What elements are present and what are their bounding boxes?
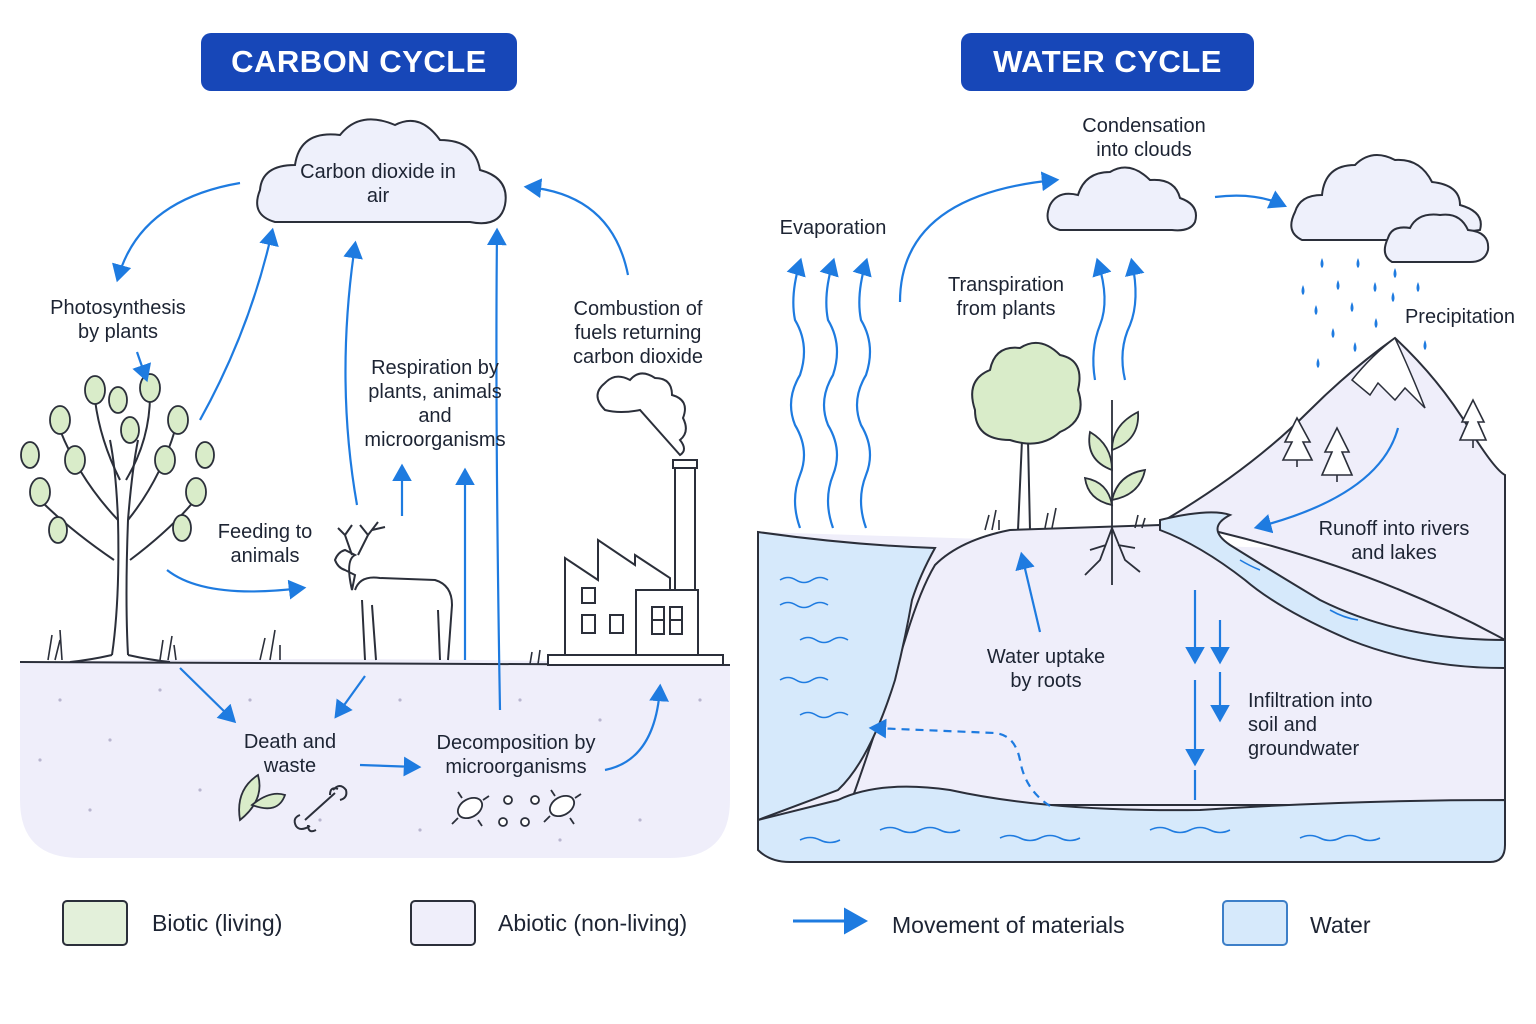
label-condensation: Condensation into clouds (1082, 115, 1206, 161)
legend-movement-label: Movement of materials (892, 912, 1125, 938)
water-arrows (786, 171, 1400, 767)
legend-biotic-label: Biotic (living) (152, 910, 283, 936)
label-evaporation: Evaporation (779, 217, 887, 239)
lake (757, 530, 937, 822)
condensation-cloud (1046, 166, 1197, 232)
label-transpiration: Transpiration from plants (948, 274, 1064, 320)
legend-abiotic-swatch (410, 900, 476, 946)
label-combustion: Combustion of fuels returning carbon dio… (572, 298, 704, 368)
factory (547, 459, 724, 666)
plant-roots (1083, 400, 1147, 585)
smoke (596, 372, 687, 457)
carbon-ground (20, 659, 730, 858)
tree-leaves (20, 373, 215, 544)
raindrops (1301, 258, 1427, 368)
legend-biotic-swatch (62, 900, 128, 946)
groundwater (757, 785, 1506, 863)
mountain (1162, 336, 1506, 642)
leaf-waste (238, 773, 287, 822)
carbon-cycle-title: CARBON CYCLE (201, 33, 517, 91)
label-respiration: Respiration by plants, animals and micro… (364, 357, 506, 451)
label-decomposition: Decomposition by microorganisms (436, 732, 596, 778)
deer (333, 521, 454, 661)
label-feeding: Feeding to animals (217, 521, 313, 567)
label-co2-air: Carbon dioxide in air (300, 161, 456, 207)
legend-water-label: Water (1310, 912, 1371, 938)
label-uptake: Water uptake by roots (986, 646, 1106, 692)
co2-cloud (256, 118, 507, 225)
label-precipitation: Precipitation (1404, 306, 1516, 328)
label-runoff: Runoff into rivers and lakes (1318, 518, 1470, 564)
pines (1281, 398, 1488, 482)
legend-abiotic-label: Abiotic (non-living) (498, 910, 688, 936)
label-photosynthesis: Photosynthesis by plants (50, 297, 186, 343)
label-death: Death and waste (243, 731, 337, 777)
tree-water (971, 341, 1082, 531)
label-infiltration: Infiltration into soil and groundwater (1248, 690, 1373, 760)
carbon-arrows (112, 178, 669, 777)
water-cycle-title: WATER CYCLE (961, 33, 1254, 91)
legend-water-swatch (1222, 900, 1288, 946)
microorganisms (451, 789, 582, 827)
bone (293, 785, 348, 833)
tree-carbon (39, 394, 196, 663)
river (1159, 511, 1506, 670)
